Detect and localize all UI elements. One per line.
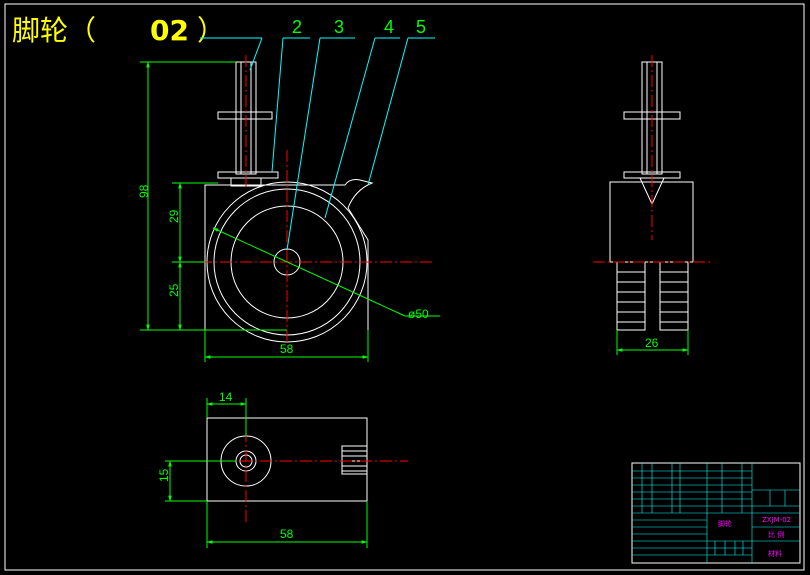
top-base	[206, 417, 368, 502]
dim-front-diameter: ø50	[408, 307, 429, 321]
title-block-material: 材料	[768, 549, 782, 558]
title-block-drawing-no: ZXJM-02	[762, 516, 791, 524]
front-plate	[217, 171, 279, 179]
front-nut	[217, 111, 273, 120]
title-block-scale: 比 例	[768, 530, 784, 539]
dim-front-overall-height: 98	[137, 184, 151, 198]
front-view	[204, 61, 374, 343]
balloon-2: 2	[292, 17, 302, 37]
side-wheel-hatch	[617, 271, 688, 323]
balloon-3: 3	[334, 17, 344, 37]
top-dimensions	[165, 398, 368, 548]
drawing-title: 脚轮（ 02 ）	[12, 14, 225, 47]
side-dimensions	[616, 330, 689, 355]
top-view	[206, 417, 368, 502]
dim-top-offset-x: 14	[219, 390, 233, 404]
title-close: ）	[197, 14, 225, 47]
front-centerlines	[180, 55, 435, 345]
front-fork	[204, 179, 374, 262]
side-wheel-left	[616, 261, 646, 331]
front-dimensions	[140, 61, 440, 362]
top-wheel-edge	[341, 445, 368, 475]
title-number: 02	[150, 14, 189, 47]
dim-side-width: 26	[645, 336, 659, 350]
dim-front-lower-height: 25	[167, 283, 181, 297]
top-centerlines	[200, 430, 408, 525]
title-block-part-name: 脚轮	[718, 519, 732, 528]
title-block-grid	[632, 463, 800, 563]
balloon-5: 5	[416, 17, 426, 37]
title-block: 脚轮 ZXJM-02 比 例 材料	[631, 462, 801, 564]
dim-top-offset-y: 15	[157, 468, 171, 482]
dim-front-width: 58	[280, 342, 294, 356]
balloon-leaders	[200, 37, 435, 251]
dim-top-width: 58	[280, 527, 294, 541]
dim-front-upper-height: 29	[167, 209, 181, 223]
title-main: 脚轮（	[12, 14, 96, 47]
balloon-4: 4	[384, 17, 394, 37]
drawing-border	[4, 3, 805, 571]
side-centerlines	[593, 55, 710, 263]
